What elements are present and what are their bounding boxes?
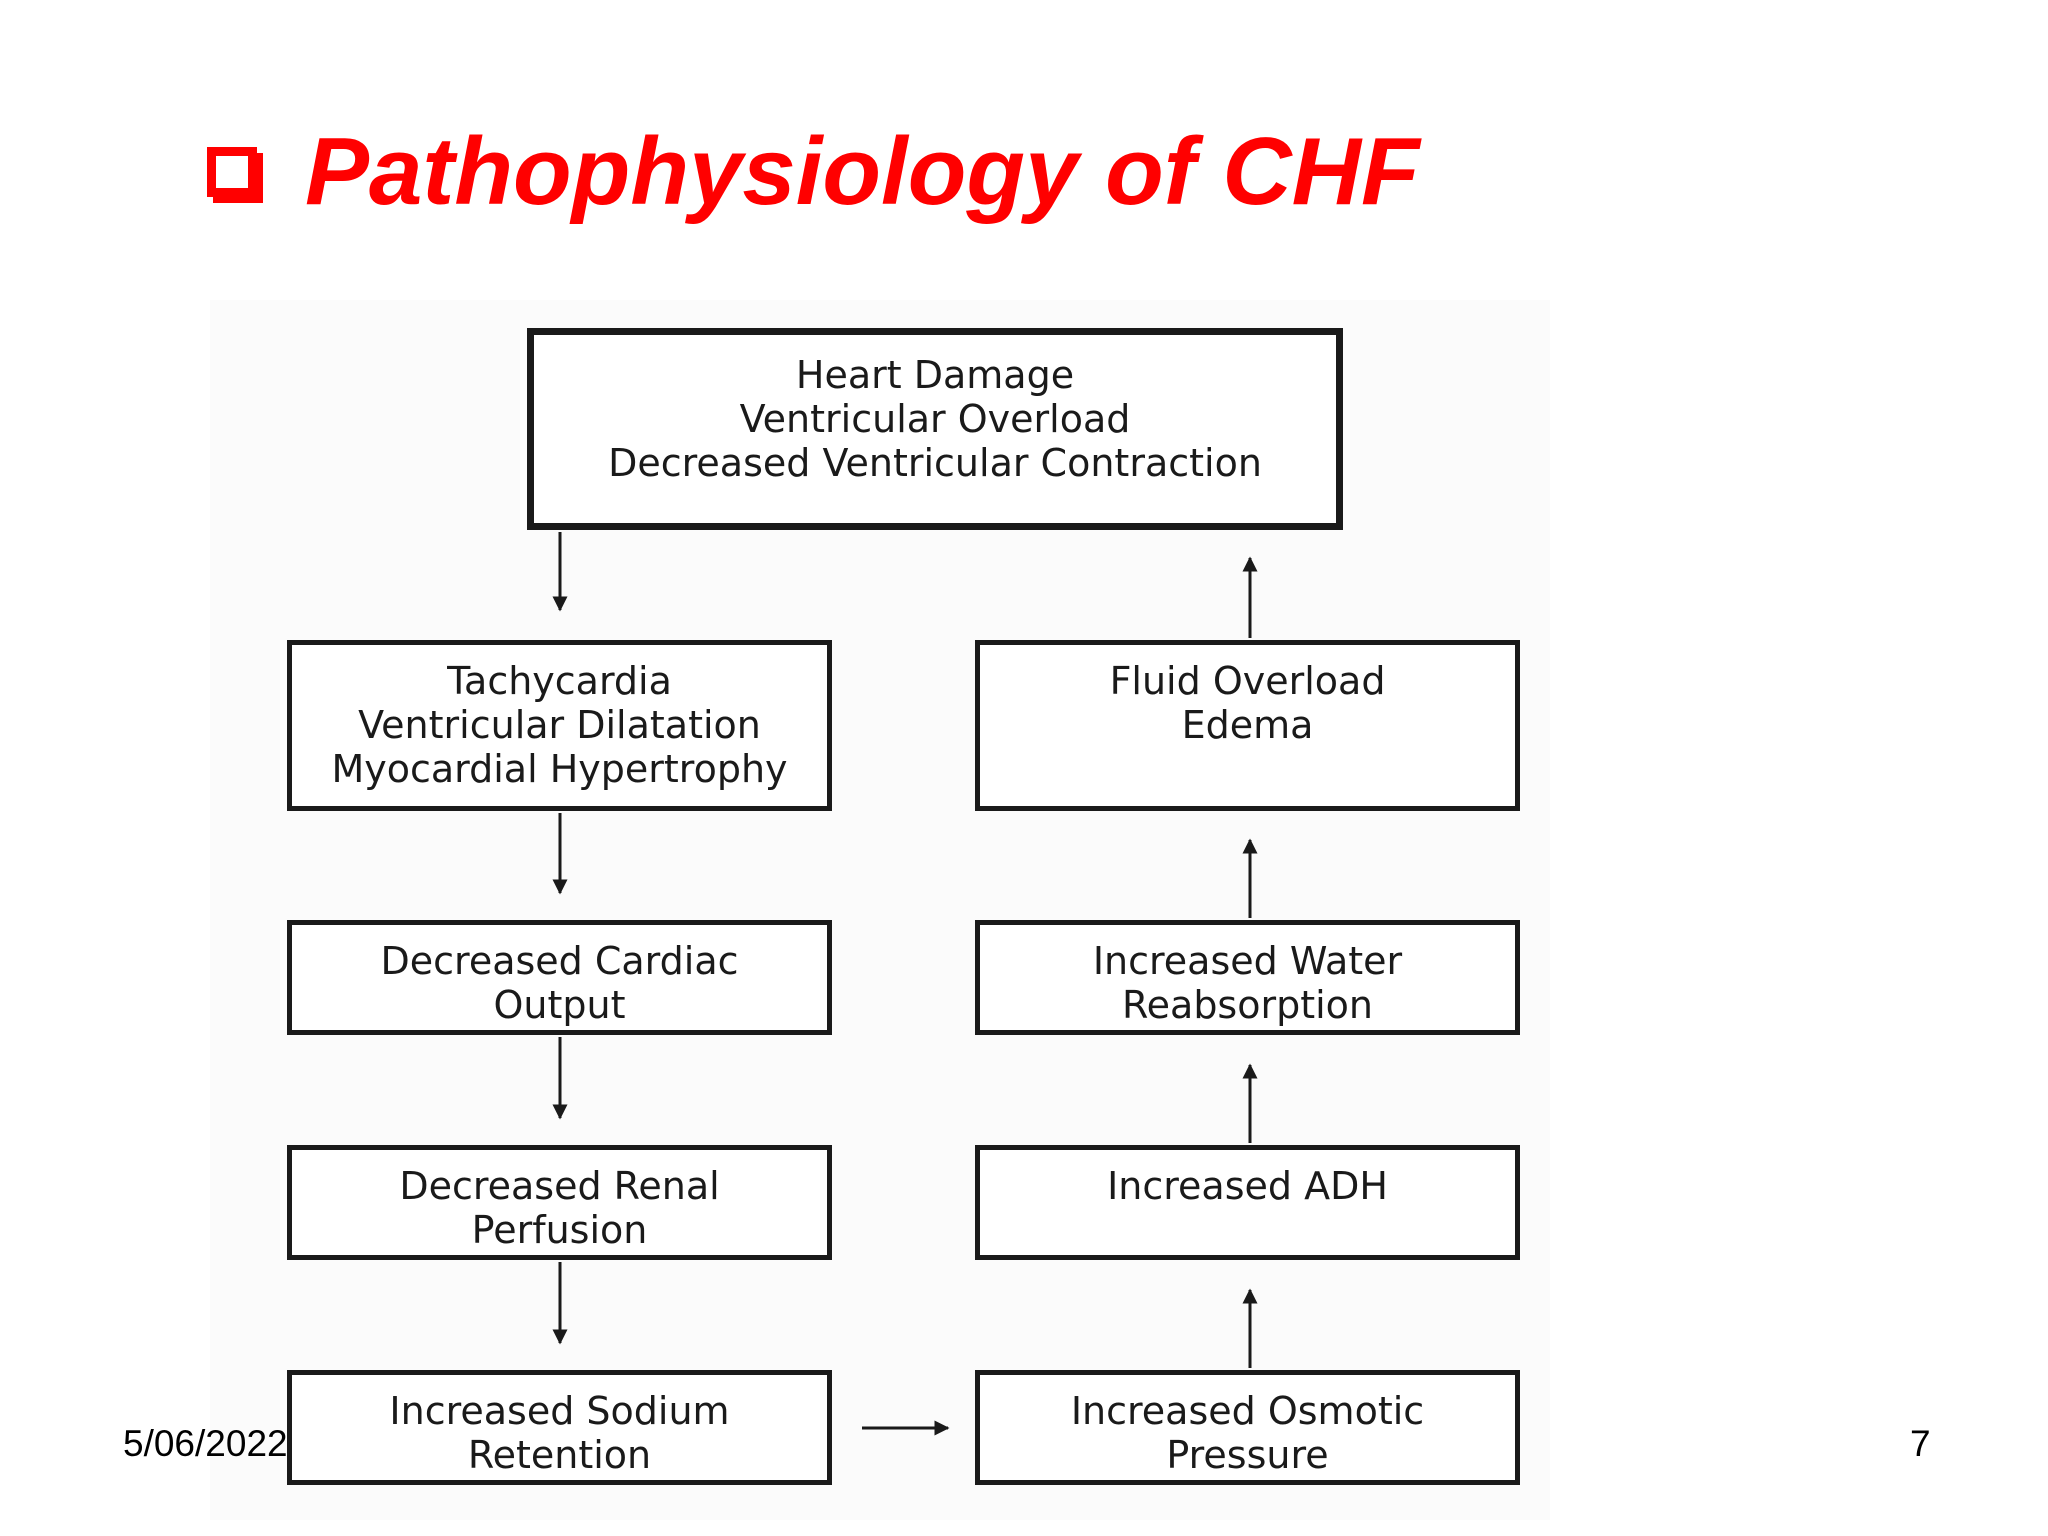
box-increased-adh: Increased ADH xyxy=(975,1145,1520,1260)
box-line: Decreased Ventricular Contraction xyxy=(608,441,1262,485)
page-title: Pathophysiology of CHF xyxy=(305,118,1420,225)
page-number: 7 xyxy=(1910,1423,1931,1464)
box-line: Decreased Renal xyxy=(399,1164,720,1208)
box-line: Edema xyxy=(1181,703,1314,747)
box-line: Reabsorption xyxy=(1121,983,1374,1027)
box-line: Perfusion xyxy=(471,1208,648,1252)
box-line: Pressure xyxy=(1166,1433,1329,1477)
box-line: Output xyxy=(493,983,626,1027)
box-line: Increased Sodium xyxy=(389,1389,730,1433)
box-increased-water-reabsorption: Increased Water Reabsorption xyxy=(975,920,1520,1035)
box-decreased-cardiac-output: Decreased Cardiac Output xyxy=(287,920,832,1035)
box-line: Increased Osmotic xyxy=(1070,1389,1425,1433)
box-line: Heart Damage xyxy=(795,353,1075,397)
box-increased-sodium-retention: Increased Sodium Retention xyxy=(287,1370,832,1485)
box-line: Myocardial Hypertrophy xyxy=(331,747,788,791)
slide-title: Pathophysiology of CHF xyxy=(207,112,1420,232)
box-decreased-renal-perfusion: Decreased Renal Perfusion xyxy=(287,1145,832,1260)
box-line: Increased Water xyxy=(1092,939,1403,983)
footer-date: 5/06/2022 xyxy=(123,1423,288,1464)
box-fluid-overload: Fluid Overload Edema xyxy=(975,640,1520,811)
checkbox-bullet-icon xyxy=(207,147,257,197)
box-line: Fluid Overload xyxy=(1109,659,1386,703)
box-tachycardia: Tachycardia Ventricular Dilatation Myoca… xyxy=(287,640,832,811)
box-line: Ventricular Overload xyxy=(739,397,1131,441)
box-line: Retention xyxy=(467,1433,652,1477)
box-increased-osmotic-pressure: Increased Osmotic Pressure xyxy=(975,1370,1520,1485)
box-line: Ventricular Dilatation xyxy=(358,703,761,747)
box-line: Decreased Cardiac xyxy=(380,939,739,983)
box-heart-damage: Heart Damage Ventricular Overload Decrea… xyxy=(527,328,1343,530)
box-line: Increased ADH xyxy=(1107,1164,1388,1208)
box-line: Tachycardia xyxy=(447,659,672,703)
